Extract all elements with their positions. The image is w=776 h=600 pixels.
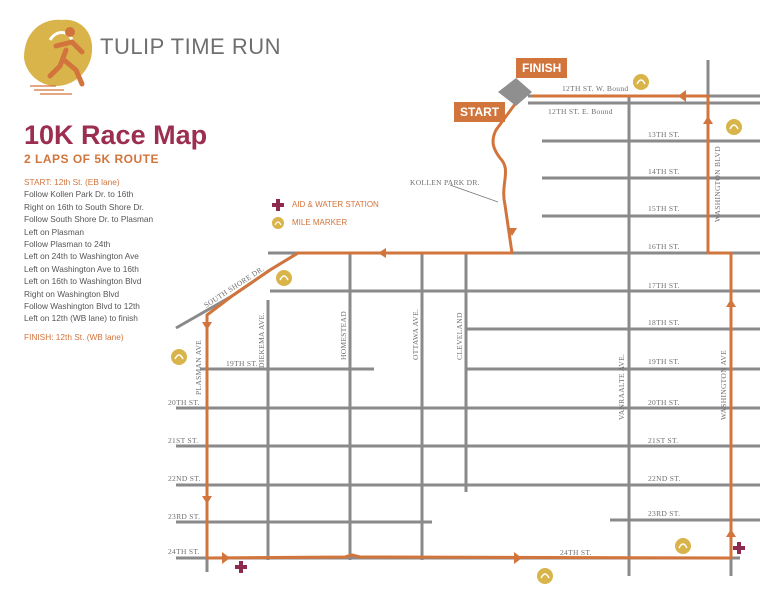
label-23rd-east: 23RD ST. — [648, 509, 680, 518]
map-subtitle: 2 LAPS OF 5K ROUTE — [24, 152, 160, 166]
direction-step: Right on Washington Blvd — [24, 288, 120, 299]
mile-marker-icon — [675, 538, 691, 554]
mile-marker-icon — [272, 217, 284, 229]
kollen-pointer — [449, 184, 499, 203]
direction-step: Left on 16th to Washington Blvd — [24, 276, 142, 287]
label-plasman: PLASMAN AVE — [194, 340, 203, 395]
mile-marker-icon — [726, 119, 742, 135]
directions-list: START: 12th St. (EB lane) Follow Kollen … — [24, 176, 153, 343]
label-homestead: HOMESTEAD — [339, 311, 348, 360]
direction-step: Follow Washington Blvd to 12th — [24, 301, 140, 312]
label-vanraalte: VANRAALTE AVE. — [617, 354, 626, 420]
arrow-up-washington-blvd — [703, 116, 713, 124]
label-22nd-west: 22ND ST. — [168, 474, 201, 483]
aid-station-icon — [235, 561, 247, 573]
mile-marker-icon — [537, 568, 553, 584]
label-12th-wb: 12TH ST. W. Bound — [562, 84, 628, 93]
map-legend: AID & WATER STATION MILE MARKER — [272, 196, 379, 232]
label-14th: 14TH ST. — [648, 167, 680, 176]
finish-callout: FINISH — [516, 58, 568, 78]
legend-aid-row: AID & WATER STATION — [272, 196, 379, 214]
label-20th-east: 20TH ST. — [648, 398, 680, 407]
label-21st-west: 21ST ST. — [168, 436, 198, 445]
arrow-down-kollen — [507, 228, 517, 236]
arrow-left-12th — [678, 90, 686, 102]
label-17th: 17TH ST. — [648, 281, 680, 290]
direction-step: Follow Plasman to 24th — [24, 239, 111, 250]
arrow-left-16th — [378, 248, 386, 258]
legend-aid-label: AID & WATER STATION — [292, 200, 379, 209]
route-line — [205, 94, 733, 560]
label-24th-west: 24TH ST. — [168, 547, 200, 556]
label-19th-east: 19TH ST. — [648, 357, 680, 366]
mile-marker-icon — [171, 349, 187, 365]
route-arrows — [202, 90, 736, 564]
direction-step: Left on Washington Ave to 16th — [24, 263, 139, 274]
start-callout: START — [454, 102, 506, 122]
aid-stations — [235, 542, 745, 573]
label-20th-west: 20TH ST. — [168, 398, 200, 407]
label-21st-east: 21ST ST. — [648, 436, 678, 445]
mile-markers — [171, 74, 742, 584]
arrow-right-24th-east — [514, 552, 522, 564]
label-16th: 16TH ST. — [648, 242, 680, 251]
aid-station-icon — [733, 542, 745, 554]
direction-finish: FINISH: 12th St. (WB lane) — [24, 331, 124, 342]
arrow-down-plasman-top — [202, 322, 212, 330]
label-15th: 15TH ST. — [648, 204, 680, 213]
finish-area — [498, 78, 532, 106]
direction-step: Right on 16th to South Shore Dr. — [24, 201, 144, 212]
direction-step: Follow Kollen Park Dr. to 16th — [24, 189, 134, 200]
mile-marker-icon — [276, 270, 292, 286]
map-title: 10K Race Map — [24, 120, 208, 150]
legend-mile-row: MILE MARKER — [272, 214, 379, 232]
direction-step: Follow South Shore Dr. to Plasman — [24, 214, 154, 225]
arrow-up-washington-ave-top — [726, 299, 736, 307]
arrow-up-washington-ave-bottom — [726, 529, 736, 537]
race-route — [205, 94, 733, 560]
direction-step: Left on Plasman — [24, 226, 84, 237]
direction-step: Left on 12th (WB lane) to finish — [24, 313, 138, 324]
label-washington-ave: WASHINGTON AVE — [719, 350, 728, 420]
label-18th: 18TH ST. — [648, 318, 680, 327]
label-23rd-west: 23RD ST. — [168, 512, 200, 521]
label-cleveland: CLEVELAND — [455, 312, 464, 360]
label-19th-west: 19TH ST. — [226, 359, 258, 368]
label-13th: 13TH ST. — [648, 130, 680, 139]
direction-step: Left on 24th to Washington Ave — [24, 251, 139, 262]
tulip-logo — [24, 19, 93, 95]
aid-station-icon — [272, 199, 284, 211]
brand-name: TULIP TIME RUN — [100, 34, 281, 59]
arrow-right-24th-west — [222, 552, 230, 564]
label-south-shore: SOUTH SHORE DR. — [202, 264, 266, 310]
label-washington-blvd: WASHINGTON BLVD — [713, 146, 722, 222]
mile-marker-icon — [633, 74, 649, 90]
label-12th-eb: 12TH ST. E. Bound — [548, 107, 613, 116]
legend-mile-label: MILE MARKER — [292, 218, 348, 227]
label-diekema: DIEKEMA AVE. — [257, 312, 266, 368]
arrow-down-plasman-bottom — [202, 496, 212, 504]
label-22nd-east: 22ND ST. — [648, 474, 681, 483]
direction-start: START: 12th St. (EB lane) — [24, 177, 120, 187]
label-kollen-park: KOLLEN PARK DR. — [410, 178, 480, 187]
label-24th-mid: 24TH ST. — [560, 548, 592, 557]
label-ottawa: OTTAWA AVE. — [411, 309, 420, 360]
